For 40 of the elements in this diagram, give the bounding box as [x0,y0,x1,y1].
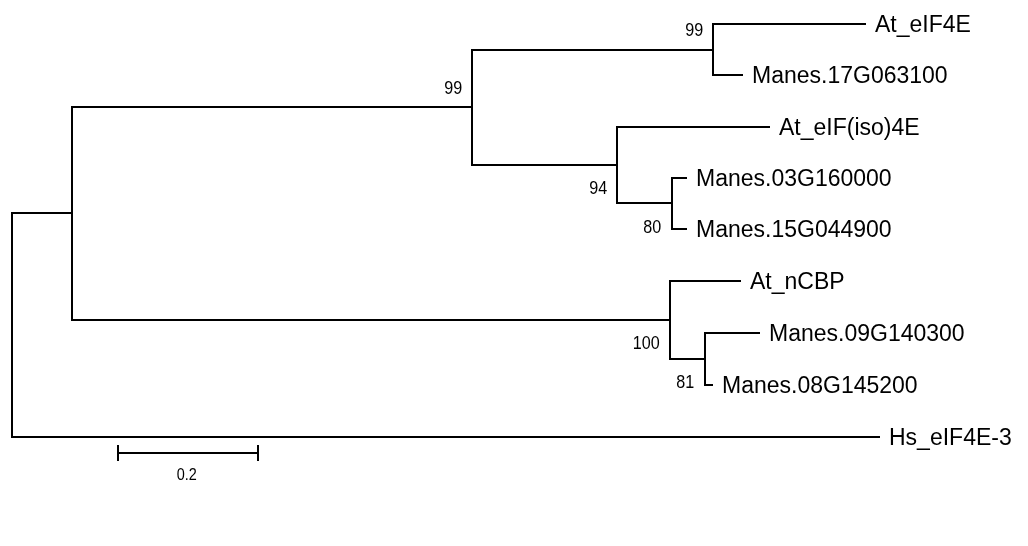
taxon-label: At_eIF4E [866,10,971,38]
branch-line [705,332,761,334]
branch-line [705,384,714,386]
scale-value: 0.2 [176,466,197,484]
branch-line [617,126,771,128]
taxon-label: At_eIF(iso)4E [770,113,920,141]
bootstrap-value: 100 [633,334,660,352]
branch-line [617,202,672,204]
bootstrap-value: 81 [676,373,694,391]
branch-node-line [712,23,714,76]
bootstrap-value: 99 [444,79,462,97]
branch-node-line [71,106,73,321]
branch-node-line [671,177,673,230]
branch-line [72,319,670,321]
branch-node-line [11,212,13,438]
bootstrap-value: 99 [685,21,703,39]
branch-node-line [704,332,706,386]
taxon-label: Manes.09G140300 [760,319,965,347]
branch-line [713,23,867,25]
branch-line [72,106,472,108]
branch-line [12,436,881,438]
branch-node-line [669,280,671,360]
taxon-label: Manes.17G063100 [743,61,948,89]
branch-line [672,177,688,179]
taxon-label: At_nCBP [741,267,845,295]
taxon-label: Manes.08G145200 [713,371,918,399]
branch-line [670,280,742,282]
branch-line [713,74,744,76]
bootstrap-value: 80 [643,218,661,236]
taxon-label: Manes.03G160000 [687,164,892,192]
branch-line [472,49,713,51]
branch-line [672,228,688,230]
taxon-label: Manes.15G044900 [687,215,892,243]
branch-line [12,212,72,214]
bootstrap-value: 94 [589,179,607,197]
taxon-label: Hs_eIF4E-3 [880,423,1012,451]
branch-node-line [471,49,473,166]
branch-line [670,358,705,360]
branch-node-line [616,126,618,204]
branch-line [472,164,617,166]
